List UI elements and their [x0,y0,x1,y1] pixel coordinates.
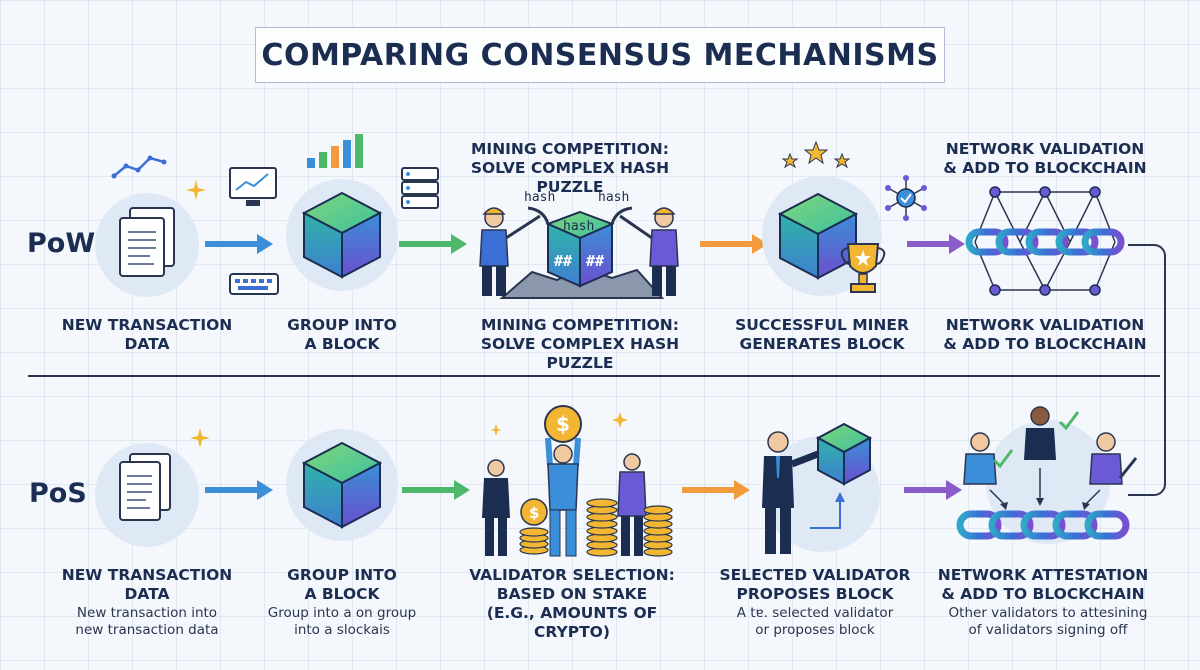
trophy-icon [838,240,888,298]
monitor-icon [228,166,278,208]
pos-row-label: PoS [29,478,87,509]
line-graph-icon [110,152,170,182]
pow-arrow-2 [399,234,467,254]
row-connector-line [1128,244,1166,496]
title-box: COMPARING CONSENSUS MECHANISMS [255,27,945,83]
page-title: COMPARING CONSENSUS MECHANISMS [261,37,939,73]
proposer-icon [740,408,890,558]
svg-text:$: $ [556,412,570,436]
hash-label-left: hash [524,190,556,205]
pos-arrow-3 [682,480,750,500]
pos-arrow-1 [205,480,273,500]
keyboard-icon [228,272,280,296]
pow-arrow-3 [700,234,768,254]
row-divider [28,375,1160,377]
pow-top-caption-mining: MINING COMPETITION:SOLVE COMPLEX HASH PU… [470,140,670,196]
mining-scene-icon: ## ## [462,190,697,302]
pos-arrow-4 [904,480,962,500]
svg-text:##: ## [586,252,604,270]
network-nodes-icon [965,180,1125,300]
pow-arrow-4 [907,234,965,254]
document-stack-icon [92,190,202,300]
pos-document-icon [92,440,202,550]
svg-text:$: $ [529,504,539,522]
bar-chart-icon [305,132,375,170]
pos-arrow-2 [402,480,470,500]
sparkle-icon [186,180,206,200]
pos-step-5-caption: NETWORK ATTESTATION& ADD TO BLOCKCHAIN [937,566,1149,603]
validator-stake-icon: $ $ [470,398,680,558]
pos-block-cube-icon [282,425,402,545]
pow-step-3-caption: MINING COMPETITION:SOLVE COMPLEX HASH PU… [480,316,680,372]
pos-step-3-caption: VALIDATOR SELECTION:BASED ON STAKE(E.G.,… [469,566,675,641]
stars-icon [778,140,854,174]
server-icon [400,166,440,210]
hash-label-cube: hash [563,219,595,234]
pos-sparkle-icon [190,428,210,448]
hash-label-right: hash [598,190,630,205]
svg-text:##: ## [554,252,572,270]
pow-top-caption-network: NETWORK VALIDATION& ADD TO BLOCKCHAIN [943,140,1147,177]
pow-row-label: PoW [27,228,96,259]
pow-step-5-caption: NETWORK VALIDATION& ADD TO BLOCKCHAIN [943,316,1147,353]
block-cube-icon [282,175,402,295]
network-badge-icon [882,174,930,222]
attestation-icon [950,402,1150,552]
pow-arrow-1 [205,234,273,254]
